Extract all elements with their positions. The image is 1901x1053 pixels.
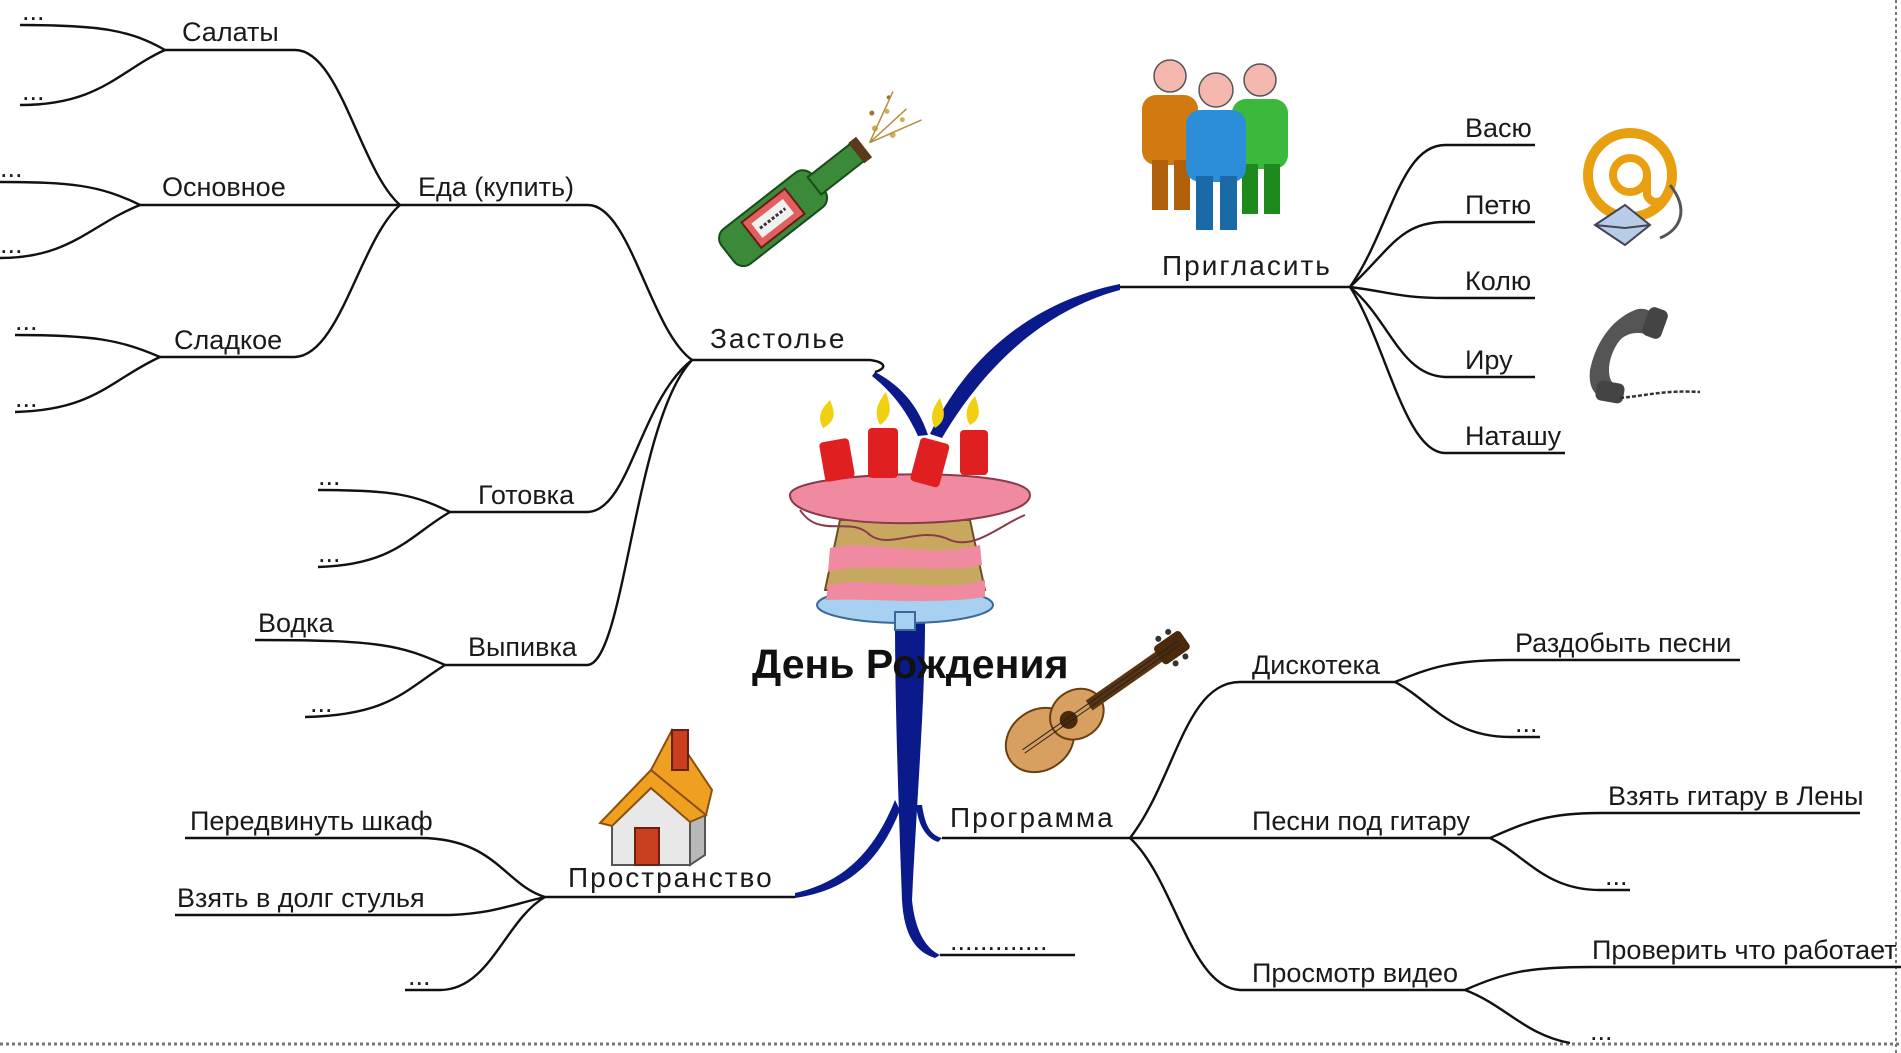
leaf-space: ...	[408, 961, 431, 991]
trunk-program	[916, 805, 942, 842]
node-vodka: Водка	[258, 608, 335, 638]
cake-icon	[788, 392, 1032, 631]
trunk-invite	[930, 284, 1120, 438]
node-invite: Пригласить	[1162, 250, 1332, 281]
line-salads-leaf-1	[19, 23, 166, 52]
node-video: Просмотр видео	[1252, 958, 1458, 988]
leaf-main-2: ...	[0, 229, 23, 259]
trunk-space	[795, 800, 900, 898]
node-disco: Дискотека	[1252, 650, 1381, 680]
node-drinks: Выпивка	[468, 632, 578, 662]
line-drinks-to-vodka	[254, 638, 446, 667]
leaf-sweet-1: ...	[15, 306, 38, 336]
line-main-leaf-2	[0, 203, 141, 260]
leaf-sweet-2: ...	[15, 383, 38, 413]
line-program-to-disco	[1129, 680, 1395, 839]
node-guitar-songs: Песни под гитару	[1252, 806, 1470, 836]
leaf-cooking-2: ...	[318, 538, 341, 568]
branch-lines	[0, 23, 1901, 1045]
guest-kolya: Колю	[1465, 266, 1531, 296]
leaf-cooking-1: ...	[318, 461, 341, 491]
node-get-songs: Раздобыть песни	[1515, 628, 1731, 658]
guest-petya: Петю	[1465, 190, 1531, 220]
leaf-center: .............	[950, 926, 1048, 956]
line-sweet-leaf-1	[14, 333, 161, 359]
line-space-to-shelf	[185, 836, 546, 899]
line-invite-to-natasha	[1348, 286, 1565, 455]
line-feast-underline	[692, 358, 885, 374]
line-guitar-to-borrow	[1489, 811, 1860, 840]
line-invite-to-kolya	[1349, 285, 1535, 300]
line-drinks-leaf	[304, 663, 446, 719]
trunks	[795, 284, 1120, 958]
node-salads: Салаты	[182, 17, 279, 47]
node-space: Пространство	[568, 862, 774, 893]
phone-icon	[1589, 307, 1701, 404]
guest-vasya: Васю	[1465, 113, 1532, 143]
node-sweet: Сладкое	[174, 325, 282, 355]
leaf-salads-1: ...	[22, 0, 45, 26]
line-food-to-salads	[294, 48, 401, 206]
line-main-leaf-1	[0, 180, 141, 207]
leaf-salads-2: ...	[22, 76, 45, 106]
line-video-to-check	[1464, 965, 1901, 992]
node-borrow-guitar: Взять гитару в Лены	[1608, 781, 1864, 811]
line-space-to-chairs	[175, 895, 546, 917]
line-cooking-leaf-1	[317, 488, 451, 514]
line-food-to-sweet	[294, 204, 401, 359]
line-salads-leaf-2	[19, 48, 166, 107]
line-guitar-leaf	[1489, 836, 1630, 892]
house-icon	[598, 728, 714, 867]
trunk-center	[895, 620, 940, 958]
leaf-video: ...	[1590, 1016, 1613, 1046]
leaf-disco: ...	[1515, 708, 1538, 738]
line-invite-to-ira	[1349, 286, 1535, 379]
guitar-icon	[1004, 628, 1190, 774]
line-space-leaf	[405, 895, 546, 992]
line-invite-to-vasya	[1349, 143, 1535, 288]
leaf-main-1: ...	[0, 153, 23, 183]
email-icon	[1583, 128, 1683, 247]
node-check-works: Проверить что работает	[1592, 935, 1897, 965]
line-program-to-video	[1129, 837, 1465, 992]
node-food: Еда (купить)	[418, 172, 574, 202]
guest-ira: Иру	[1465, 345, 1513, 375]
champagne-icon	[718, 91, 922, 268]
node-feast: Застолье	[710, 323, 846, 354]
trunk-feast	[872, 372, 928, 436]
line-cooking-leaf-2	[317, 510, 451, 569]
line-sweet-leaf-2	[14, 355, 161, 414]
node-program: Программа	[950, 802, 1115, 833]
guest-natasha: Наташу	[1465, 421, 1562, 451]
node-main: Основное	[162, 172, 286, 202]
line-invite-to-petya	[1349, 220, 1535, 288]
people-icon	[1142, 59, 1288, 230]
diagram-title: День Рождения	[752, 641, 1069, 687]
line-feast-to-cooking	[587, 359, 693, 514]
task-borrow-chairs: Взять в долг стулья	[177, 883, 425, 913]
node-cooking: Готовка	[478, 480, 575, 510]
line-feast-to-food	[587, 203, 693, 361]
leaf-drinks: ...	[310, 688, 333, 718]
line-disco-to-songs	[1394, 658, 1740, 684]
line-video-leaf	[1464, 988, 1571, 1045]
leaf-guitar: ...	[1605, 861, 1628, 891]
line-disco-leaf	[1394, 680, 1540, 739]
task-move-shelf: Передвинуть шкаф	[190, 806, 433, 836]
line-feast-to-drinks	[587, 359, 693, 667]
